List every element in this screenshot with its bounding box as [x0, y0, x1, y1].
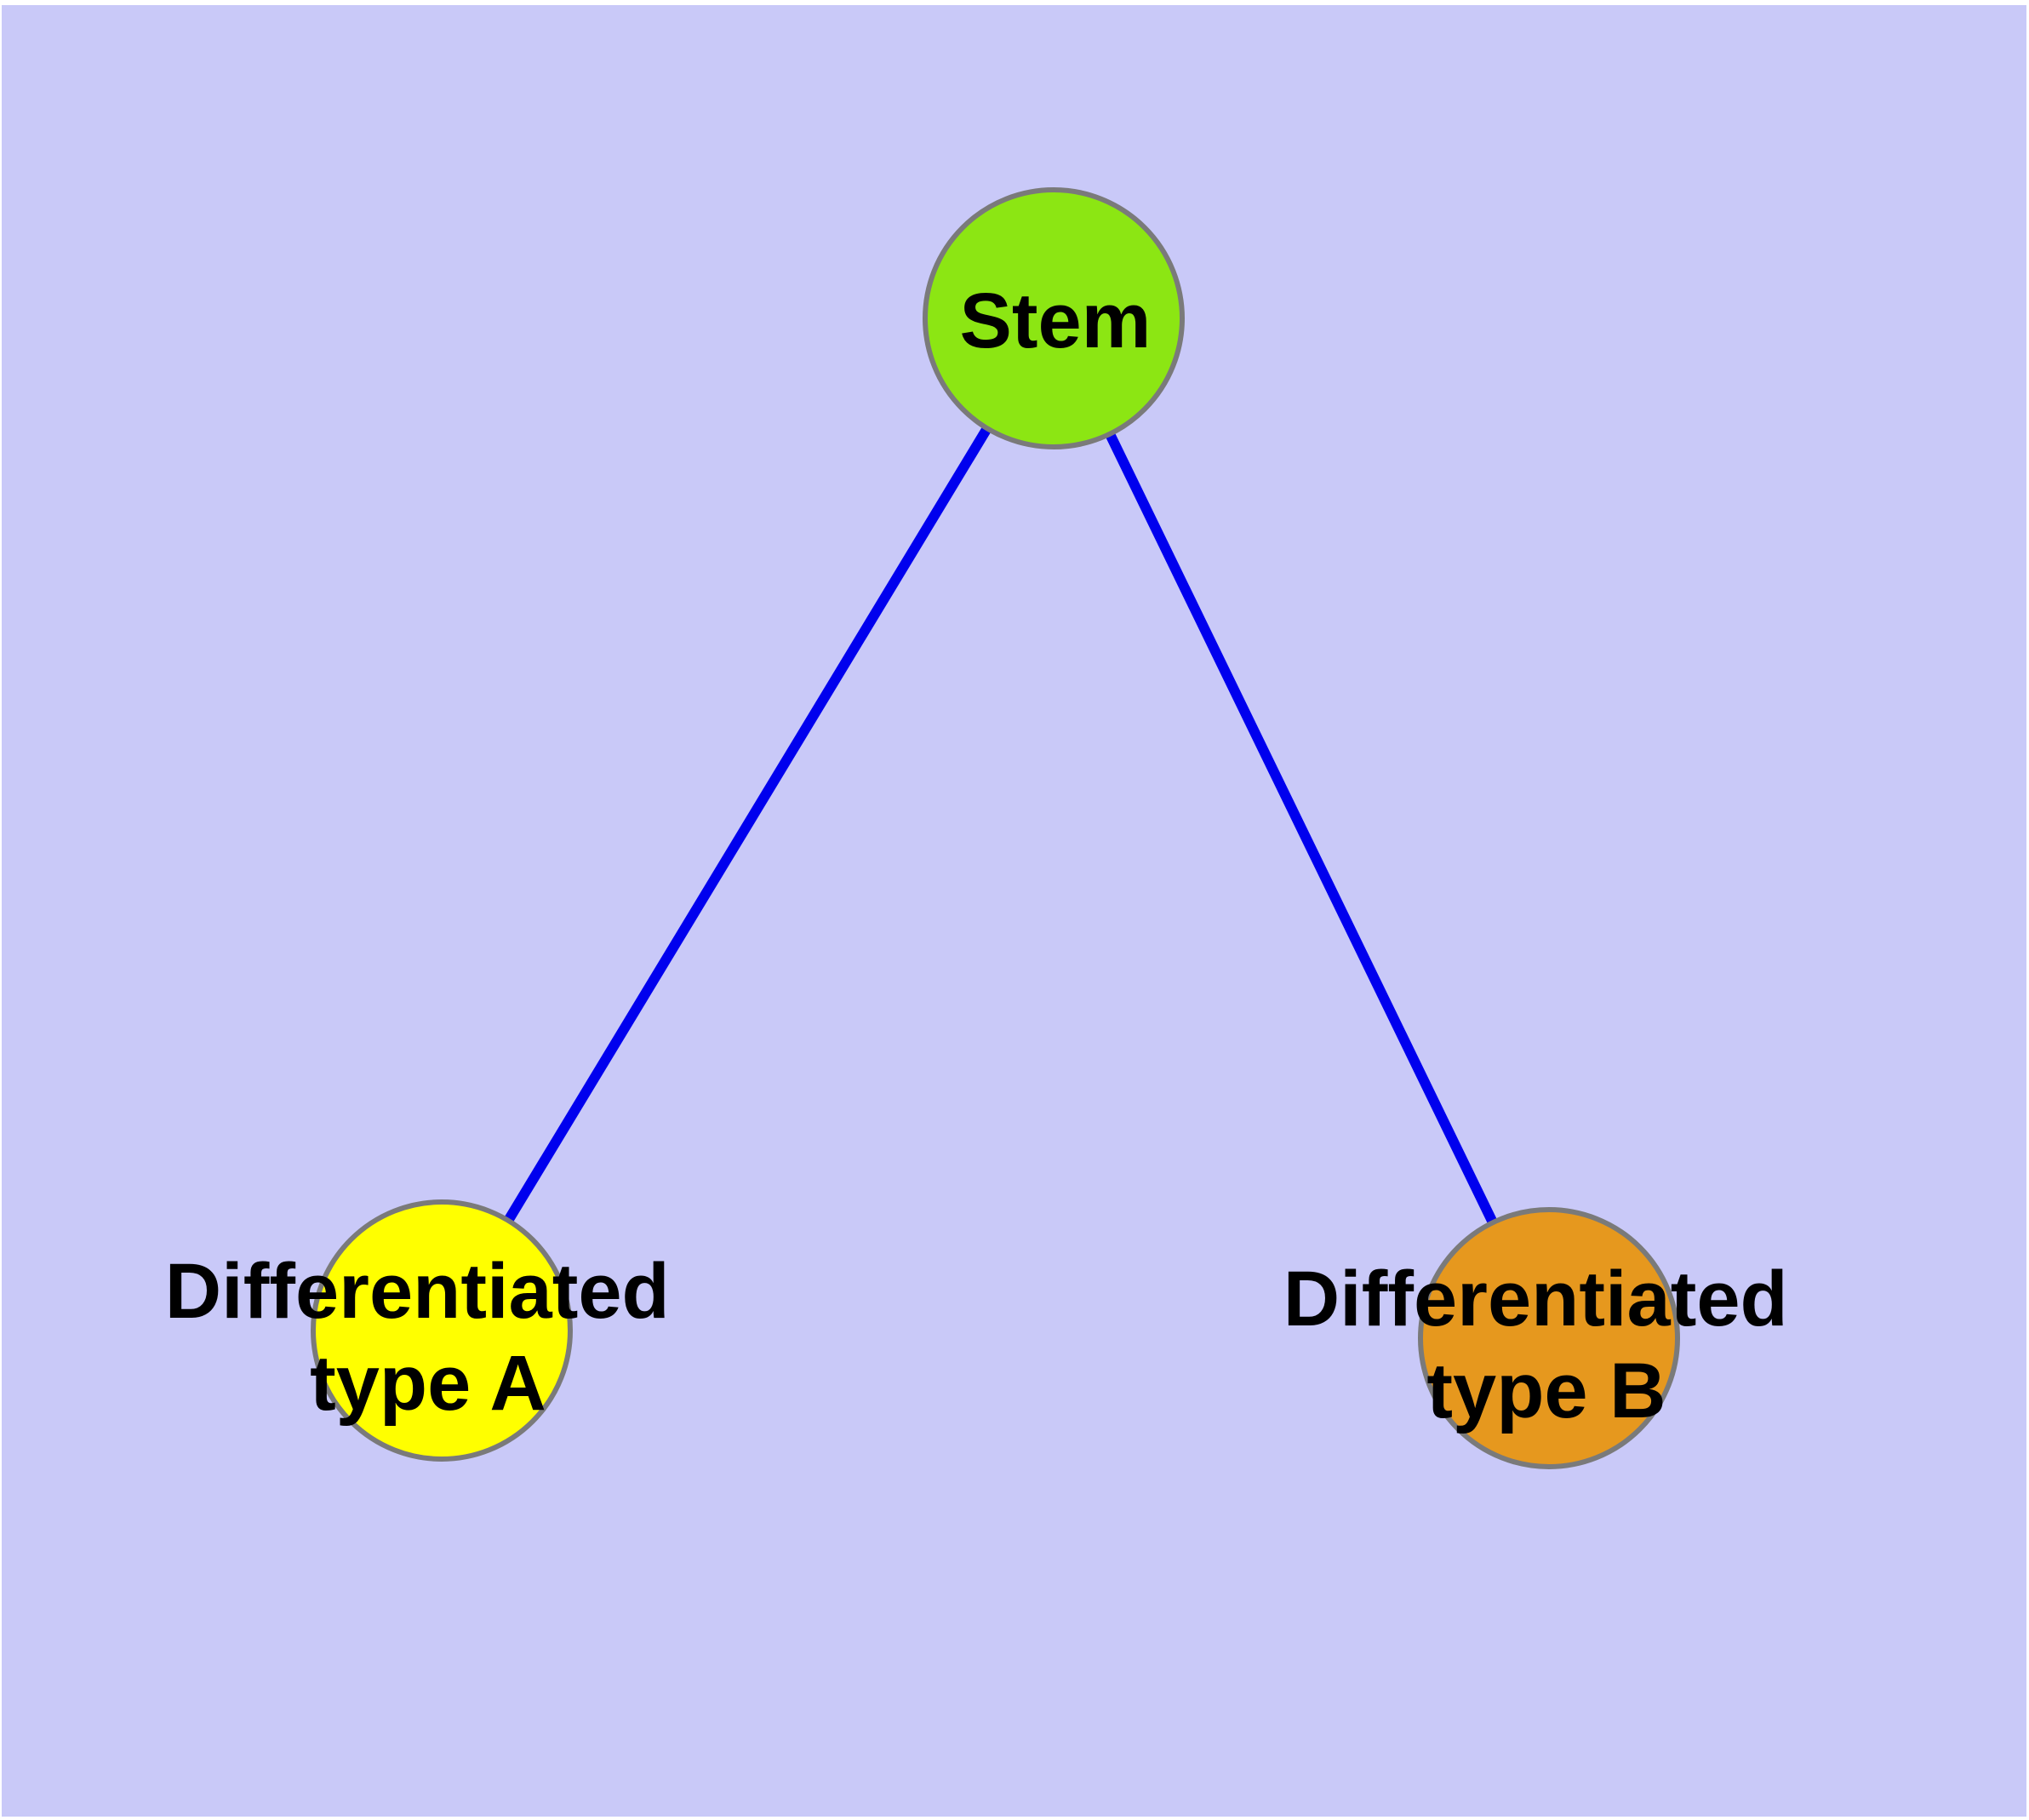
- node-differentiated-type-a-label-line1: Differentiated: [165, 1248, 670, 1335]
- node-differentiated-type-a-circle[interactable]: [311, 1199, 573, 1462]
- node-stem[interactable]: Stem: [923, 187, 1185, 449]
- edge-stem-to-type-a[interactable]: [437, 315, 1059, 1334]
- node-differentiated-type-b[interactable]: Differentiated type B: [1283, 1207, 1810, 1469]
- edge-layer: [437, 315, 1554, 1341]
- node-differentiated-type-a-label: Differentiated type A: [165, 1248, 692, 1427]
- edge-stem-to-type-b[interactable]: [1049, 316, 1554, 1341]
- node-differentiated-type-a-label-line2: type A: [310, 1340, 546, 1427]
- node-differentiated-type-b-label-line1: Differentiated: [1283, 1256, 1788, 1342]
- node-differentiated-type-b-label: Differentiated type B: [1283, 1256, 1810, 1434]
- node-differentiated-type-a[interactable]: Differentiated type A: [165, 1199, 692, 1462]
- node-stem-circle[interactable]: [923, 187, 1185, 449]
- node-stem-label: Stem: [960, 278, 1152, 364]
- node-differentiated-type-b-label-line2: type B: [1426, 1348, 1666, 1434]
- node-differentiated-type-b-circle[interactable]: [1418, 1207, 1680, 1469]
